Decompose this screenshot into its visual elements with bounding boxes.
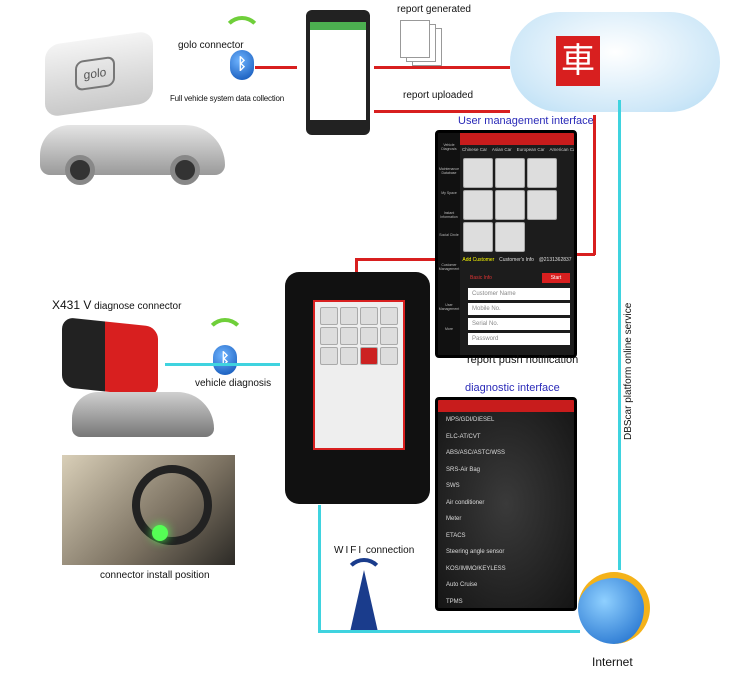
basic-info-label: Basic Info	[470, 275, 492, 281]
internet-globe-icon	[578, 572, 650, 644]
report-uploaded-label: report uploaded	[403, 90, 474, 101]
car-wheel	[170, 155, 200, 185]
wifi-tower-icon	[350, 570, 378, 632]
flow-arrow-cyan	[165, 363, 280, 366]
x431-tablet-device	[285, 272, 430, 504]
side-instant-information[interactable]: Instant Information	[440, 211, 458, 219]
sports-car-image	[72, 392, 214, 437]
wifi-icon	[205, 318, 245, 340]
serial-no-field[interactable]: Serial No.	[468, 318, 570, 330]
signal-waves-icon	[344, 558, 384, 580]
golo-label: golo connector	[178, 40, 244, 51]
flow-arrow-red	[255, 66, 297, 69]
tab-american-car[interactable]: American Car	[549, 147, 577, 152]
customer-name-field[interactable]: Customer Name	[468, 288, 570, 300]
x431-connector-image	[62, 316, 158, 398]
wifi-text: WIFI	[334, 545, 364, 556]
flow-arrow-red	[593, 115, 596, 255]
side-my-space[interactable]: My Space	[441, 191, 457, 195]
wifi-connection-label: WIFI connection	[334, 545, 414, 556]
x431-label-rest: diagnose connector	[91, 301, 182, 312]
x431-connector-label: X431 V diagnose connector	[52, 298, 181, 312]
account-id: @2131362837	[538, 257, 572, 263]
diag-menu-item[interactable]: ETACS	[446, 532, 466, 539]
flow-arrow-red	[355, 258, 435, 261]
golo-logo: golo	[75, 55, 115, 92]
report-generated-label: report generated	[397, 4, 471, 15]
connection-text: connection	[363, 545, 415, 556]
side-social-circle[interactable]: Social Circle	[439, 233, 459, 237]
mobile-no-field[interactable]: Mobile No.	[468, 303, 570, 315]
flow-arrow-red	[374, 66, 510, 69]
smartphone	[306, 10, 370, 135]
flow-arrow-cyan	[318, 505, 321, 632]
internet-label: Internet	[592, 655, 633, 669]
flow-arrow-red	[355, 258, 358, 272]
tab-european-car[interactable]: European Car	[516, 147, 545, 152]
password-field[interactable]: Password	[468, 333, 570, 345]
tab-add-customer[interactable]: Add Customer	[462, 257, 495, 263]
side-customer-management[interactable]: Customer Management	[438, 263, 460, 271]
side-vehicle-diagnosis[interactable]: Vehicle Diagnosis	[441, 143, 457, 151]
user-management-label: User management interface	[458, 115, 594, 127]
install-position-label: connector install position	[100, 570, 210, 581]
bluetooth-icon: ᛒ	[213, 345, 237, 375]
diag-menu-item[interactable]: Auto Cruise	[446, 582, 478, 588]
flow-arrow-cyan	[618, 100, 621, 570]
golo-connector-image: golo	[45, 30, 153, 118]
car-wheel	[65, 155, 95, 185]
report-push-label: report push notification	[467, 354, 579, 366]
diag-menu-item[interactable]: ELC-AT/CVT	[446, 433, 481, 440]
user-management-screen: Chinese Car Asian Car European Car Ameri…	[435, 130, 577, 358]
diag-menu-item[interactable]: Air conditioner	[446, 499, 485, 506]
diag-menu-item[interactable]: KOS/IMMO/KEYLESS	[446, 565, 506, 572]
flow-arrow-red	[577, 253, 595, 256]
diag-menu-item[interactable]: ABS/ASC/ASTC/WSS	[446, 450, 506, 456]
x431-name: X431 V	[52, 298, 92, 312]
diagnostic-screen: MPS/GDI/DIESEL ELC-AT/CVT ABS/ASC/ASTC/WSS…	[435, 397, 577, 611]
vehicle-diagnosis-label: vehicle diagnosis	[195, 378, 272, 389]
car-interior-image	[62, 455, 235, 565]
diag-menu-item[interactable]: Steering angle sensor	[446, 549, 505, 555]
diagnostic-interface-label: diagnostic interface	[465, 382, 560, 394]
bluetooth-icon: ᛒ	[230, 50, 254, 80]
wifi-icon	[222, 16, 262, 38]
report-document-icon	[400, 20, 430, 58]
side-user-management[interactable]: User Management	[438, 303, 460, 311]
collection-label: Full vehicle system data collection	[170, 94, 284, 103]
flow-arrow-cyan	[318, 630, 580, 633]
flow-arrow-red	[374, 110, 510, 113]
side-more[interactable]: More	[445, 327, 453, 331]
diag-menu-item[interactable]: Meter	[446, 516, 462, 522]
cloud-icon	[510, 12, 720, 112]
diag-menu-item[interactable]: SWS	[446, 483, 460, 489]
cloud-logo: 車	[556, 36, 600, 86]
tab-asian-car[interactable]: Asian Car	[491, 147, 512, 152]
start-button[interactable]: Start	[542, 273, 570, 283]
tab-customer-info[interactable]: Customer's Info	[499, 257, 534, 263]
tab-chinese-car[interactable]: Chinese Car	[462, 147, 488, 152]
diag-menu-item[interactable]: SRS-Air Bag	[446, 466, 481, 473]
side-maintenance-database[interactable]: Maintenance Database	[438, 167, 460, 175]
dbscar-label: DBScar platform online service	[623, 302, 634, 440]
diag-menu-item[interactable]: TPMS	[446, 598, 463, 605]
diag-menu-item[interactable]: MPS/GDI/DIESEL	[446, 417, 495, 423]
